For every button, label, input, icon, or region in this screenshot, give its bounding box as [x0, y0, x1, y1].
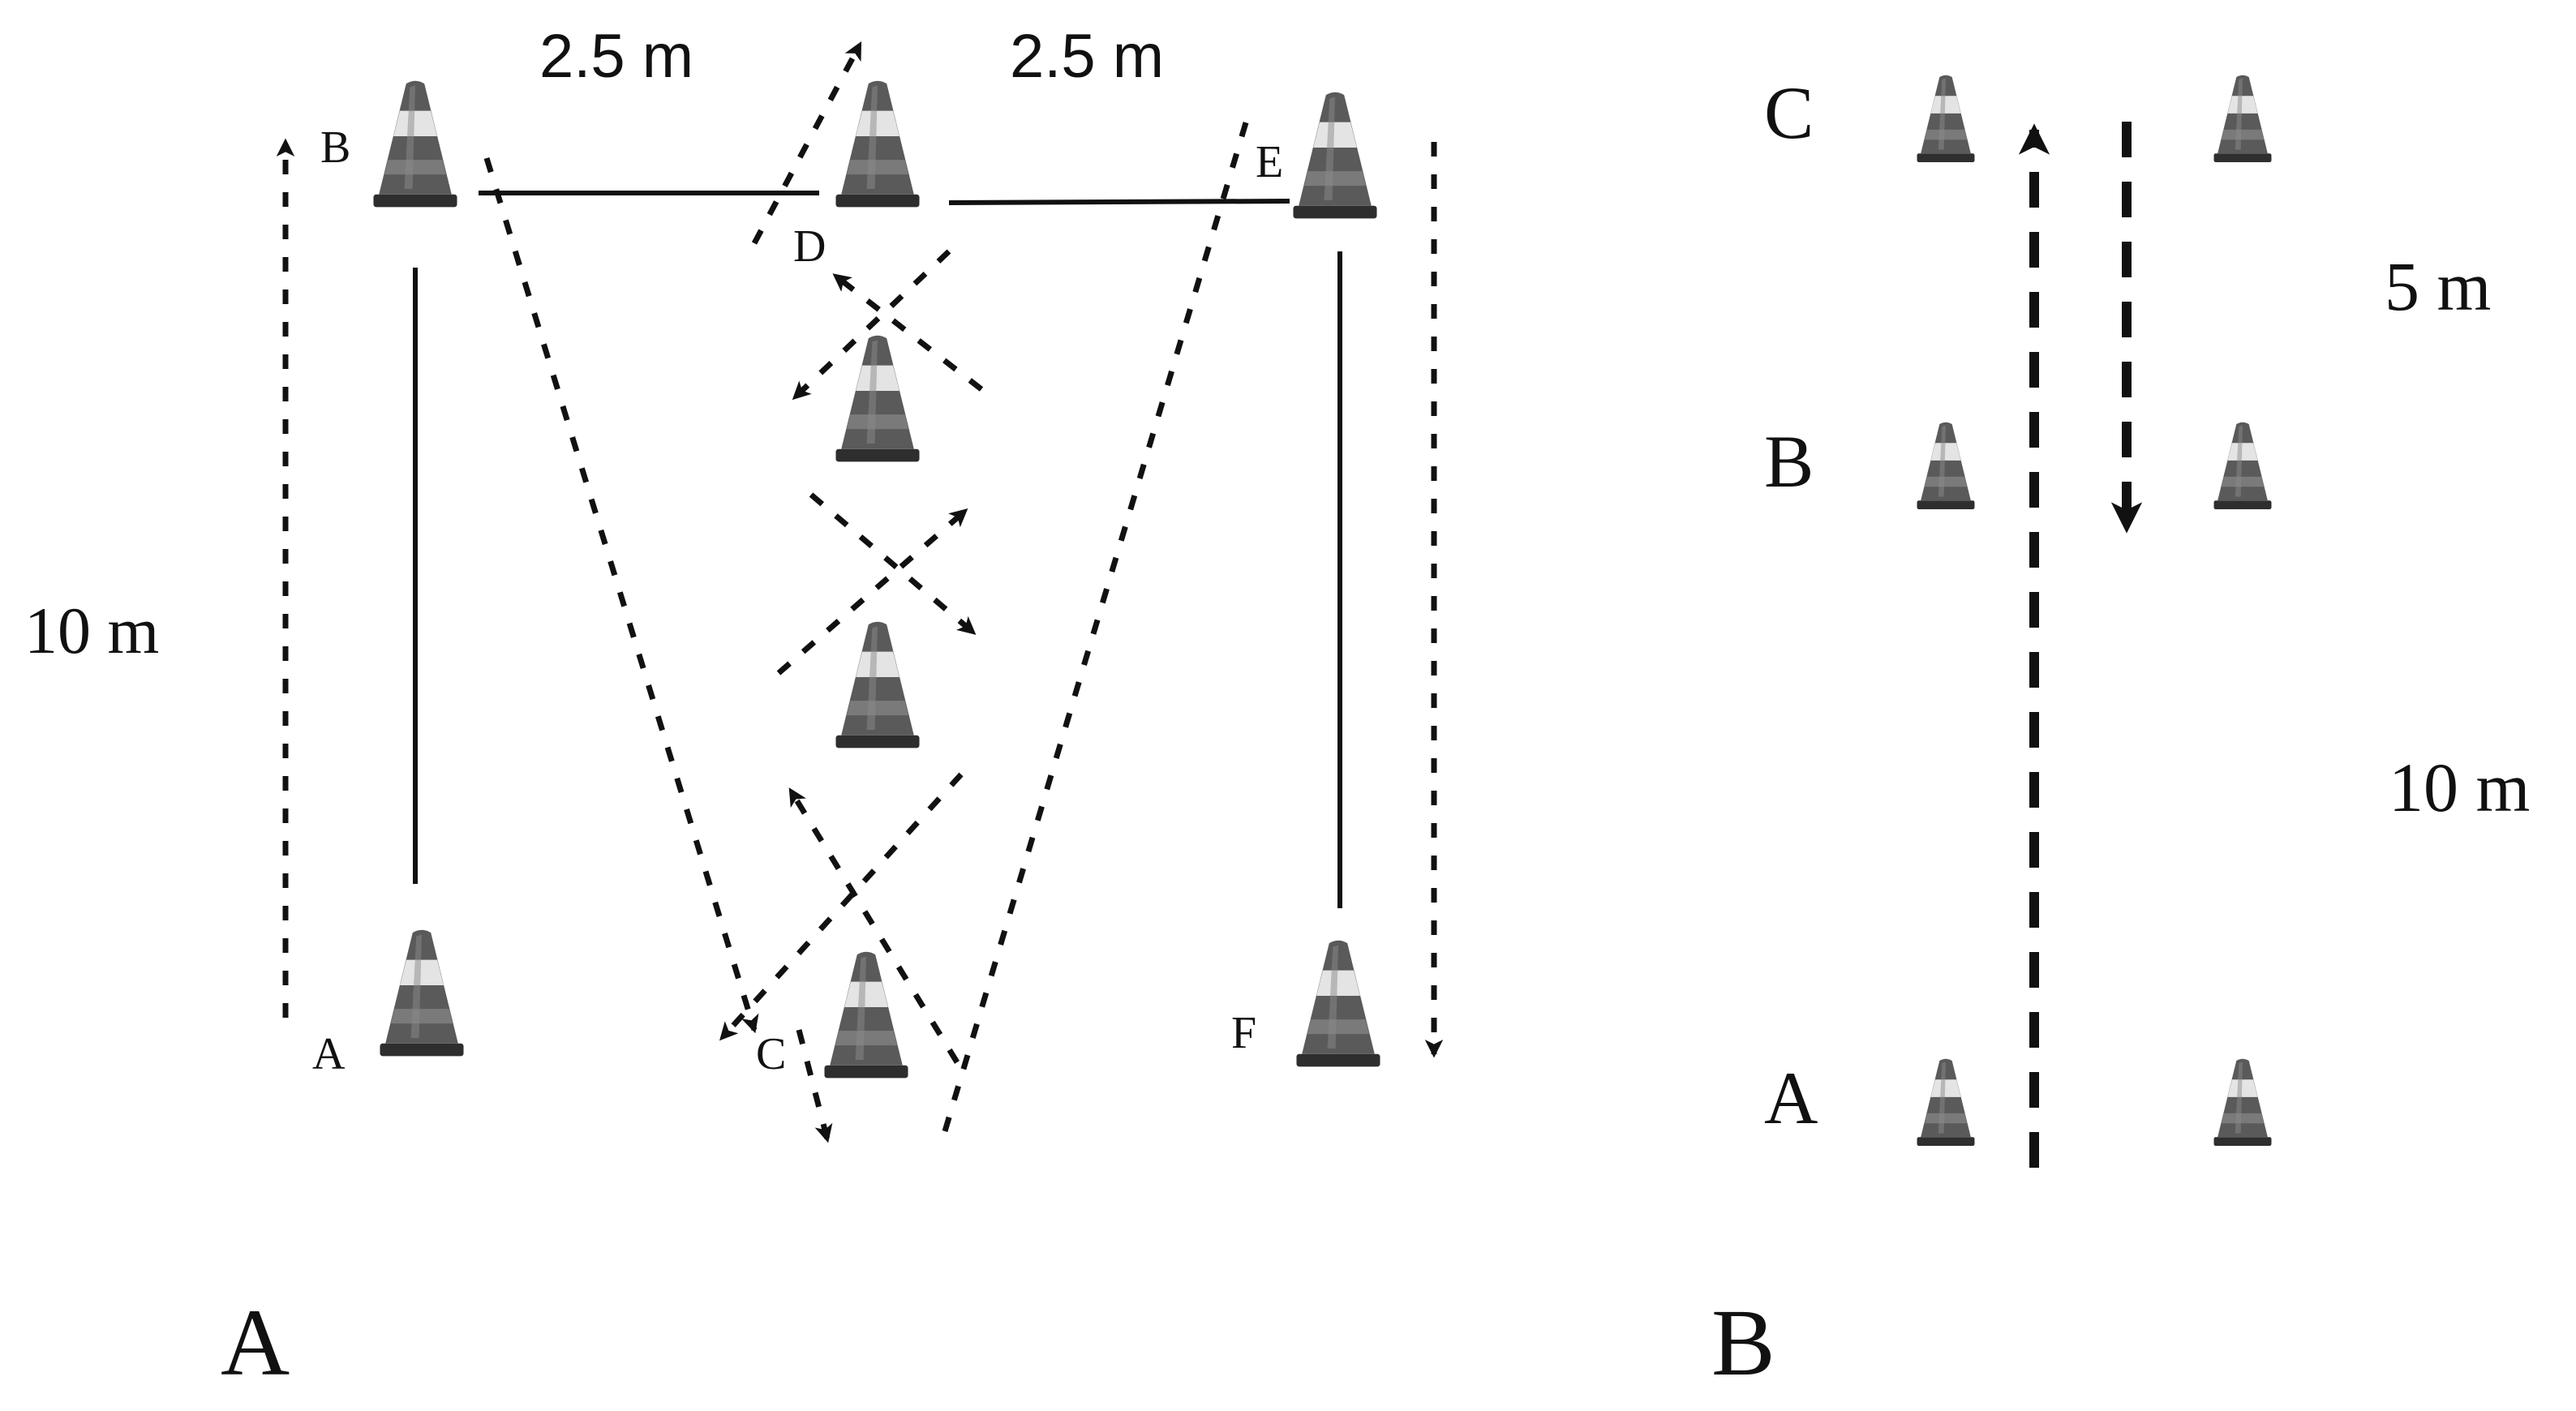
panel-b: C B A 5 m 10 m B — [1711, 71, 2530, 1396]
dim-label-height: 10 m — [24, 594, 159, 667]
cone-b-b-left — [1917, 422, 1975, 509]
path-zig-2 — [792, 249, 951, 401]
cone-b-a-right — [2213, 1058, 2272, 1146]
panel-label-b: B — [1711, 1289, 1775, 1396]
path-around-c — [788, 787, 960, 1064]
point-label-f: F — [1231, 1008, 1256, 1058]
point-label-e: E — [1256, 137, 1283, 187]
path-c-to-e — [942, 110, 1252, 1133]
path-b-to-c — [483, 157, 759, 1034]
line-d-e — [948, 199, 1290, 205]
point-label-b: B — [320, 122, 350, 173]
movement-paths-b — [2018, 122, 2143, 1168]
course-lines-a — [413, 191, 1342, 908]
path-zig-4 — [776, 508, 968, 675]
cone-b-c-left — [1917, 75, 1975, 162]
cone-c — [824, 951, 908, 1079]
cone-f — [1296, 940, 1380, 1067]
path-up-to-d — [751, 41, 863, 245]
path-zig-5 — [719, 772, 964, 1041]
path-zig-3 — [809, 492, 977, 635]
point-label-b-a: A — [1764, 1057, 1818, 1139]
cone-b-b-right — [2213, 422, 2272, 509]
dim-label-lower: 10 m — [2389, 748, 2530, 826]
cone-b — [373, 80, 457, 208]
point-label-b-b: B — [1764, 420, 1814, 503]
dim-label-left: 2.5 m — [539, 22, 693, 91]
dim-label-upper: 5 m — [2385, 247, 2491, 325]
point-label-d: D — [793, 221, 826, 272]
panel-label-a: A — [221, 1289, 290, 1396]
cone-e — [1293, 92, 1377, 219]
path-zig-1 — [832, 273, 984, 392]
cone-d — [835, 80, 920, 208]
point-label-a: A — [312, 1029, 346, 1079]
dim-label-right: 2.5 m — [1010, 22, 1164, 91]
point-label-c: C — [756, 1029, 786, 1079]
panel-a: 2.5 m 2.5 m 10 m B D E A C F A — [24, 22, 1444, 1396]
path-c-down — [796, 1029, 833, 1143]
cone-mid-2 — [835, 621, 920, 748]
cone-b-c-right — [2213, 75, 2272, 162]
point-label-b-c: C — [1764, 71, 1814, 154]
cone-mid-1 — [835, 335, 920, 462]
movement-paths-a — [276, 41, 1444, 1143]
cone-b-a-left — [1917, 1058, 1975, 1146]
cone-a — [380, 929, 464, 1057]
